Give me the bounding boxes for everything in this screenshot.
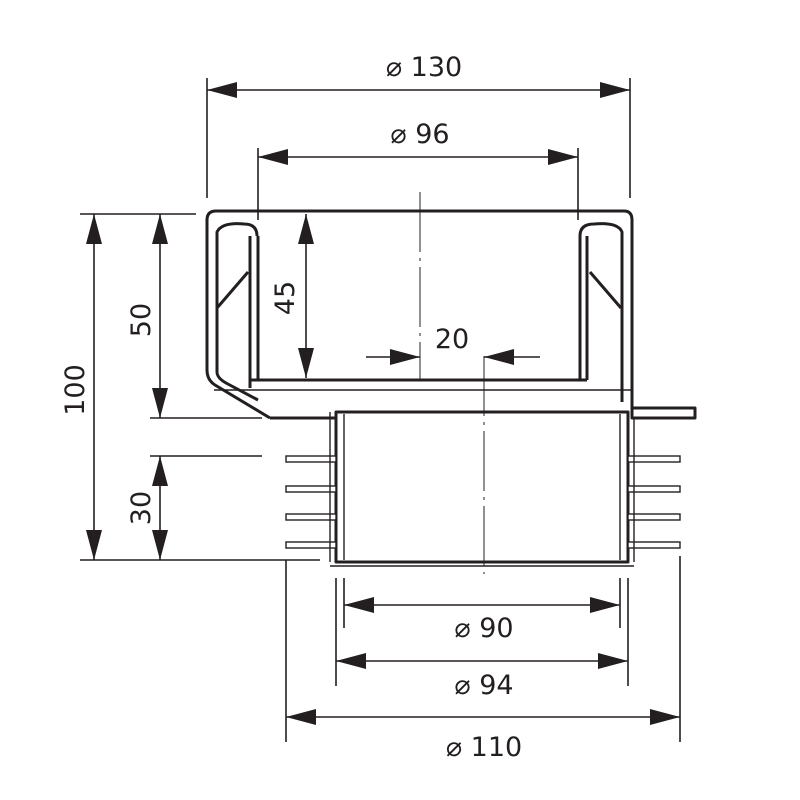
fin (285, 455, 337, 463)
part-geometry (205, 192, 697, 574)
fin (627, 513, 681, 521)
fin (627, 485, 681, 493)
label-w20: 20 (435, 324, 469, 355)
seal-left (215, 271, 250, 309)
label-d110: ⌀ 110 (446, 732, 522, 763)
fin (285, 513, 337, 521)
label-h100: 100 (60, 364, 91, 416)
cup-inner-right (578, 222, 624, 402)
left-fins (285, 412, 337, 562)
seal-right (588, 271, 623, 309)
right-flange (630, 406, 697, 420)
label-h50: 50 (126, 303, 157, 337)
spigot-body (334, 410, 630, 564)
dimension-lines (80, 78, 681, 742)
cup-inner-left (215, 222, 259, 402)
label-h45: 45 (270, 281, 301, 315)
label-h30: 30 (126, 491, 157, 525)
cup-outer-profile (205, 209, 634, 420)
right-fins (627, 412, 681, 562)
fin (627, 455, 681, 463)
label-d96: ⌀ 96 (390, 119, 449, 150)
label-d90: ⌀ 90 (454, 613, 513, 644)
dimension-labels: ⌀ 130 ⌀ 96 45 20 50 100 30 ⌀ 90 ⌀ 94 ⌀ 1… (60, 52, 522, 763)
label-d130: ⌀ 130 (386, 52, 462, 83)
fin (627, 541, 681, 549)
fin (285, 541, 337, 549)
fin (285, 485, 337, 493)
label-d94: ⌀ 94 (454, 670, 513, 701)
